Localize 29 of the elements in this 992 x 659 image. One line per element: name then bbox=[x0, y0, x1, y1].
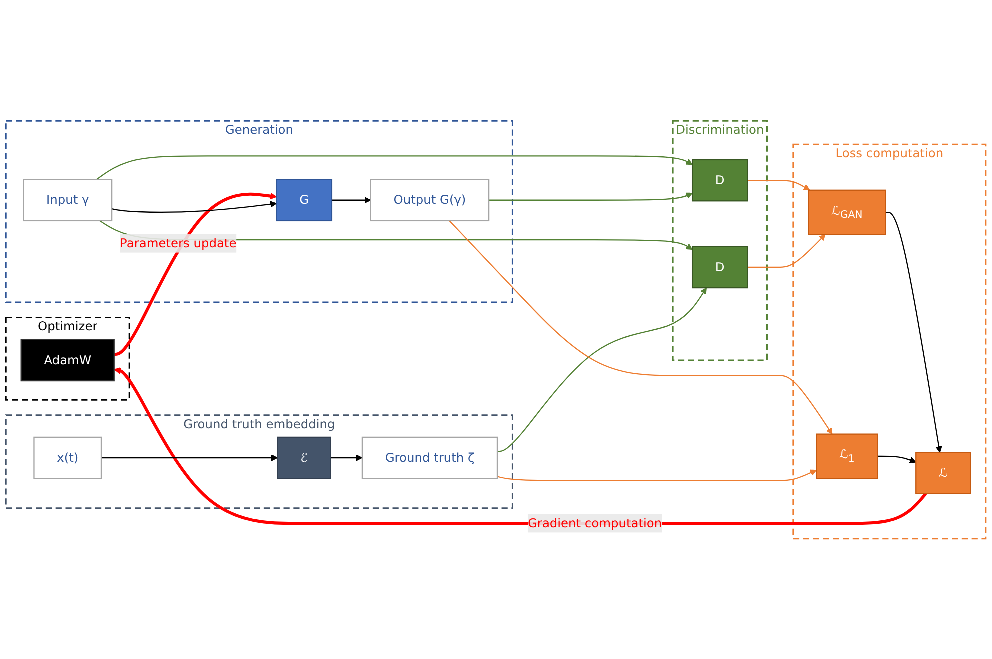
node-box: ℒ$_{GAN}$ bbox=[808, 189, 886, 235]
node-box: x(t) bbox=[34, 436, 102, 479]
edge-label: Parameters update bbox=[120, 236, 237, 250]
node-box: ℰ bbox=[277, 436, 332, 479]
node-box: ℒ bbox=[916, 452, 972, 494]
arrow bbox=[330, 454, 363, 461]
arrow bbox=[96, 155, 693, 180]
arrow bbox=[114, 367, 928, 525]
arrow bbox=[102, 454, 278, 461]
edge-label: Gradient computation bbox=[528, 515, 662, 530]
arrow bbox=[449, 220, 833, 434]
node-box: G bbox=[276, 178, 333, 222]
arrow bbox=[114, 192, 278, 356]
arrow bbox=[878, 455, 916, 463]
node-box: D bbox=[692, 158, 748, 202]
node-box: AdamW bbox=[20, 338, 115, 382]
node-box: ℒ$_{1}$ bbox=[816, 433, 878, 479]
arrow bbox=[748, 234, 826, 268]
node-box: Ground truth ζ bbox=[362, 436, 498, 479]
arrow bbox=[497, 469, 817, 481]
arrow bbox=[332, 196, 372, 204]
node-box: D bbox=[692, 246, 748, 288]
arrow bbox=[489, 192, 693, 200]
arrow bbox=[112, 200, 278, 212]
arrow bbox=[497, 287, 707, 452]
arrow bbox=[886, 212, 942, 453]
node-box: Input γ bbox=[23, 178, 113, 222]
node-box: Output G(γ) bbox=[370, 178, 490, 222]
arrow bbox=[748, 180, 810, 190]
